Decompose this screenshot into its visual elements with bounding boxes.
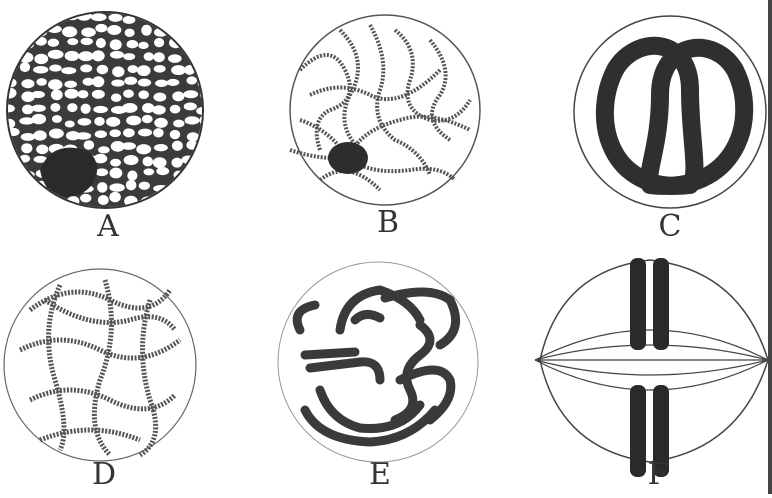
- panel-f-spindle: [535, 258, 768, 477]
- panel-c-nucleus: [574, 16, 766, 208]
- panel-a-reticulum: [1, 10, 215, 210]
- panel-b-centrosome: [328, 142, 368, 174]
- panel-f-chromosome-top-left: [630, 258, 646, 350]
- panel-e-label: E: [360, 460, 400, 490]
- panel-a-nucleus: [1, 10, 215, 210]
- panel-f-chromosome-top-right: [653, 258, 669, 350]
- panel-b-label: B: [368, 208, 408, 238]
- panel-b-outline: [290, 15, 480, 205]
- panel-a-label: A: [88, 212, 128, 242]
- panel-d-label: D: [84, 460, 124, 490]
- panel-d-nucleus: [4, 269, 196, 461]
- scan-edge: [768, 0, 772, 494]
- panel-b-nucleus: [290, 15, 480, 205]
- panel-c-label: C: [650, 212, 690, 242]
- panel-e-nucleus: [278, 262, 478, 462]
- panel-f-label: F: [638, 460, 678, 490]
